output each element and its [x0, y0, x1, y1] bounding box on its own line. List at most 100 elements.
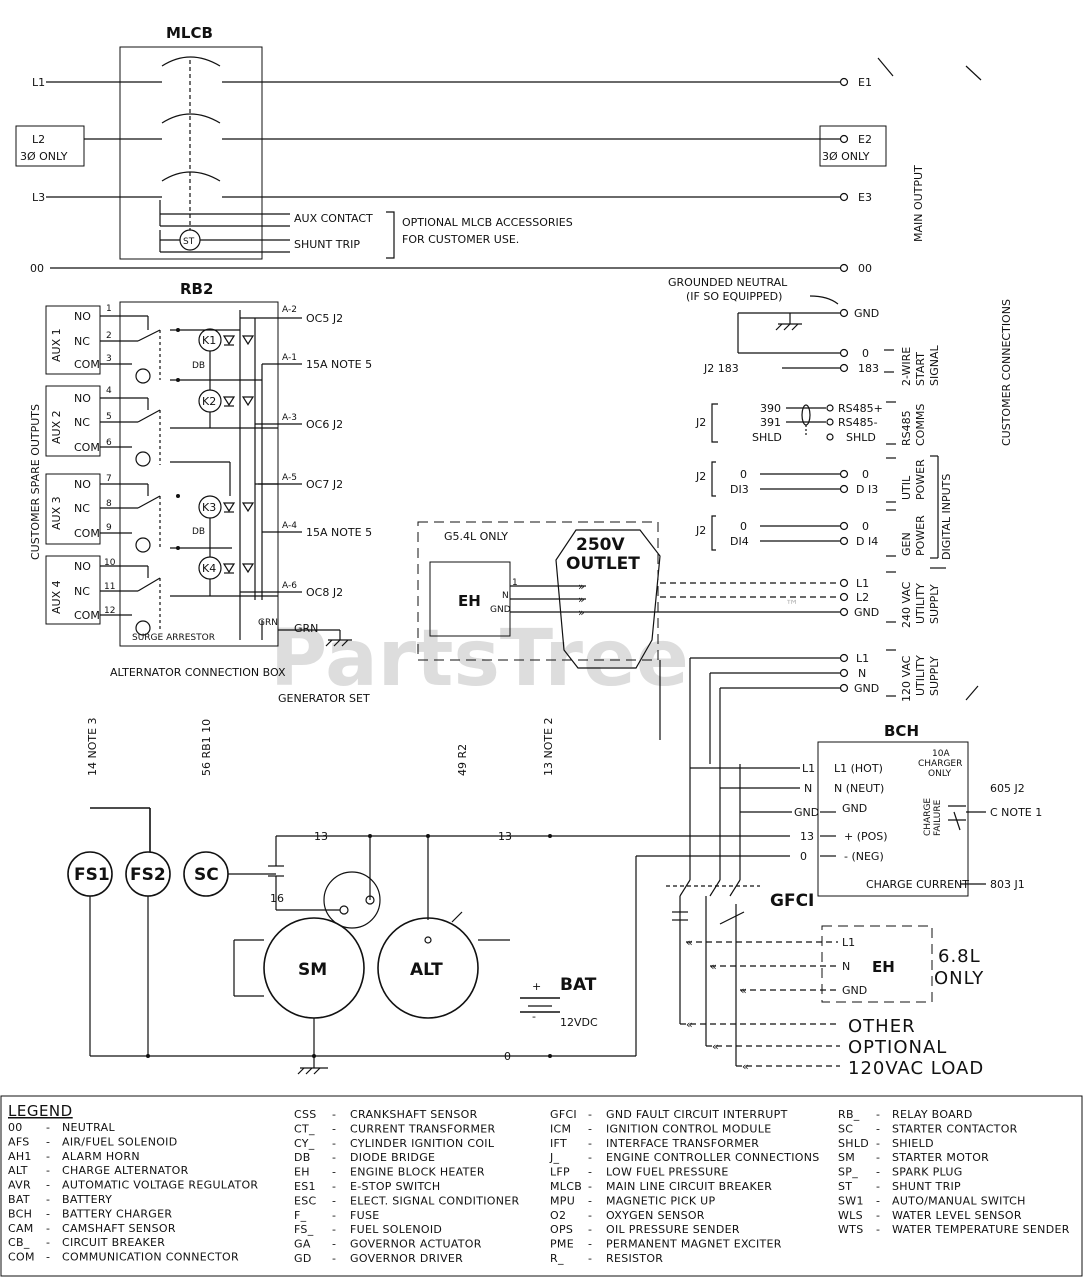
- cc-gnd: GND: [854, 307, 879, 320]
- legend-abbr: AFS: [8, 1135, 30, 1148]
- s120-group-2: UTILITY: [914, 655, 927, 696]
- g54l-pin-gnd: GND: [490, 605, 511, 615]
- legend-abbr: OPS: [550, 1223, 573, 1236]
- legend-abbr: DB: [294, 1151, 311, 1164]
- aux-3-com: COM: [74, 527, 100, 540]
- aux-3-label: AUX 3: [50, 496, 63, 530]
- legend-abbr: AH1: [8, 1150, 32, 1163]
- legend-desc: AIR/FUEL SOLENOID: [62, 1135, 178, 1148]
- sc-label: SC: [194, 865, 219, 885]
- di3-group-1: UTIL: [900, 475, 913, 500]
- bch-charge-fail-2: FAILURE: [933, 799, 943, 836]
- legend-dash: -: [876, 1223, 880, 1236]
- line-l2: L2: [32, 133, 45, 146]
- gfci-gnd: GND: [842, 984, 867, 997]
- customer-connections-title: CUSTOMER CONNECTIONS: [1000, 299, 1013, 446]
- legend-dash: -: [876, 1209, 880, 1222]
- load-arrow-1: «: [686, 1018, 693, 1031]
- l2-note-box: [15, 125, 85, 167]
- legend-desc: GOVERNOR DRIVER: [350, 1252, 463, 1265]
- legend-desc: MAGNETIC PICK UP: [606, 1194, 715, 1207]
- rs485-minus: RS485-: [838, 416, 878, 429]
- legend-dash: -: [876, 1151, 880, 1164]
- outlet-pin-2: »: [578, 593, 585, 606]
- mlcb-title: MLCB: [166, 24, 213, 42]
- surge-arrestors: [135, 368, 151, 636]
- rb2-section: RB2 CUSTOMER SPARE OUTPUTS AUX 1 NO NC C…: [29, 280, 372, 705]
- gfci-arrow-3: «: [740, 984, 747, 997]
- legend-desc: CYLINDER IGNITION COIL: [350, 1137, 495, 1150]
- legend-desc: SHIELD: [892, 1137, 934, 1150]
- legend-dash: -: [332, 1238, 336, 1251]
- gfci-n: N: [842, 960, 850, 973]
- e2-note: 3Ø ONLY: [822, 150, 870, 163]
- wire-16: 16: [270, 892, 284, 905]
- wire-0: 0: [504, 1050, 511, 1063]
- legend-abbr: SC: [838, 1122, 853, 1135]
- aux-4-nc: NC: [74, 585, 90, 598]
- rb2-pin-a1: A-1: [282, 353, 297, 363]
- wire-13-a: 13: [314, 830, 328, 843]
- db-label-1: DB: [192, 361, 205, 371]
- line-l1: L1: [32, 76, 45, 89]
- db-label-2: DB: [192, 527, 205, 537]
- legend-abbr: 00: [8, 1121, 23, 1134]
- legend-title: LEGEND: [8, 1102, 73, 1120]
- legend-dash: -: [588, 1252, 592, 1265]
- bch-fuse-3: ONLY: [928, 769, 952, 779]
- legend-dash: -: [46, 1164, 50, 1177]
- legend-abbr: SHLD: [838, 1137, 869, 1150]
- legend-abbr: CSS: [294, 1108, 317, 1121]
- di3-l: DI3: [730, 483, 749, 496]
- customer-spare-outputs-label: CUSTOMER SPARE OUTPUTS: [29, 404, 42, 560]
- legend-desc: SHUNT TRIP: [892, 1180, 961, 1193]
- di4-0-r: 0: [862, 520, 869, 533]
- legend-dash: -: [332, 1194, 336, 1207]
- rs485-391: 391: [760, 416, 781, 429]
- rb2-out-15a-2: 15A NOTE 5: [306, 526, 372, 539]
- legend-desc: STARTER MOTOR: [892, 1151, 989, 1164]
- legend-abbr: GD: [294, 1252, 312, 1265]
- legend-desc: WATER TEMPERATURE SENDER: [892, 1223, 1070, 1236]
- legend-dash: -: [588, 1223, 592, 1236]
- legend-abbr: MPU: [550, 1194, 575, 1207]
- legend-desc: IGNITION CONTROL MODULE: [606, 1122, 771, 1135]
- wire-0-bch: 0: [800, 850, 807, 863]
- grounded-neutral-label-2: (IF SO EQUIPPED): [686, 290, 782, 303]
- mlcb-accessories-note-1: OPTIONAL MLCB ACCESSORIES: [402, 216, 573, 229]
- bch-box: [817, 741, 969, 897]
- legend-desc: CRANKSHAFT SENSOR: [350, 1108, 478, 1121]
- s240-group-2: UTILITY: [914, 583, 927, 624]
- s240-l1: L1: [856, 577, 869, 590]
- legend-dash: -: [876, 1108, 880, 1121]
- g54l-section: G5.4L ONLY EH 1 N GND 250V OUTLET » » »: [417, 521, 840, 740]
- legend-desc: ELECT. SIGNAL CONDITIONER: [350, 1194, 520, 1207]
- outlet-label-2: OUTLET: [566, 554, 640, 574]
- gfci-eh-box: [821, 925, 933, 1003]
- legend-dash: -: [588, 1108, 592, 1121]
- legend-dash: -: [46, 1222, 50, 1235]
- alternator: [377, 917, 479, 1019]
- legend-dash: -: [332, 1108, 336, 1121]
- gfci-only-1: 6.8L: [938, 946, 981, 967]
- outlet-label-1: 250V: [576, 535, 625, 555]
- legend-dash: -: [46, 1179, 50, 1192]
- aux-3-no: NO: [74, 478, 91, 491]
- bch-term-l1: L1 (HOT): [834, 762, 883, 775]
- s240-gnd: GND: [854, 606, 879, 619]
- legend-abbr: COM: [8, 1251, 35, 1264]
- di3-0-l: 0: [740, 468, 747, 481]
- legend-abbr: SM: [838, 1151, 855, 1164]
- legend-dash: -: [332, 1166, 336, 1179]
- legend-dash: -: [876, 1166, 880, 1179]
- note-49: 49 R2: [456, 744, 469, 776]
- s120-n: N: [858, 667, 866, 680]
- legend-abbr: GA: [294, 1238, 311, 1251]
- legend-dash: -: [588, 1180, 592, 1193]
- legend-abbr: CAM: [8, 1222, 34, 1235]
- rb2-pin-a6: A-6: [282, 581, 297, 591]
- bat-plus: +: [532, 980, 541, 993]
- legend-dash: -: [46, 1207, 50, 1220]
- legend-abbr: CY_: [294, 1137, 315, 1150]
